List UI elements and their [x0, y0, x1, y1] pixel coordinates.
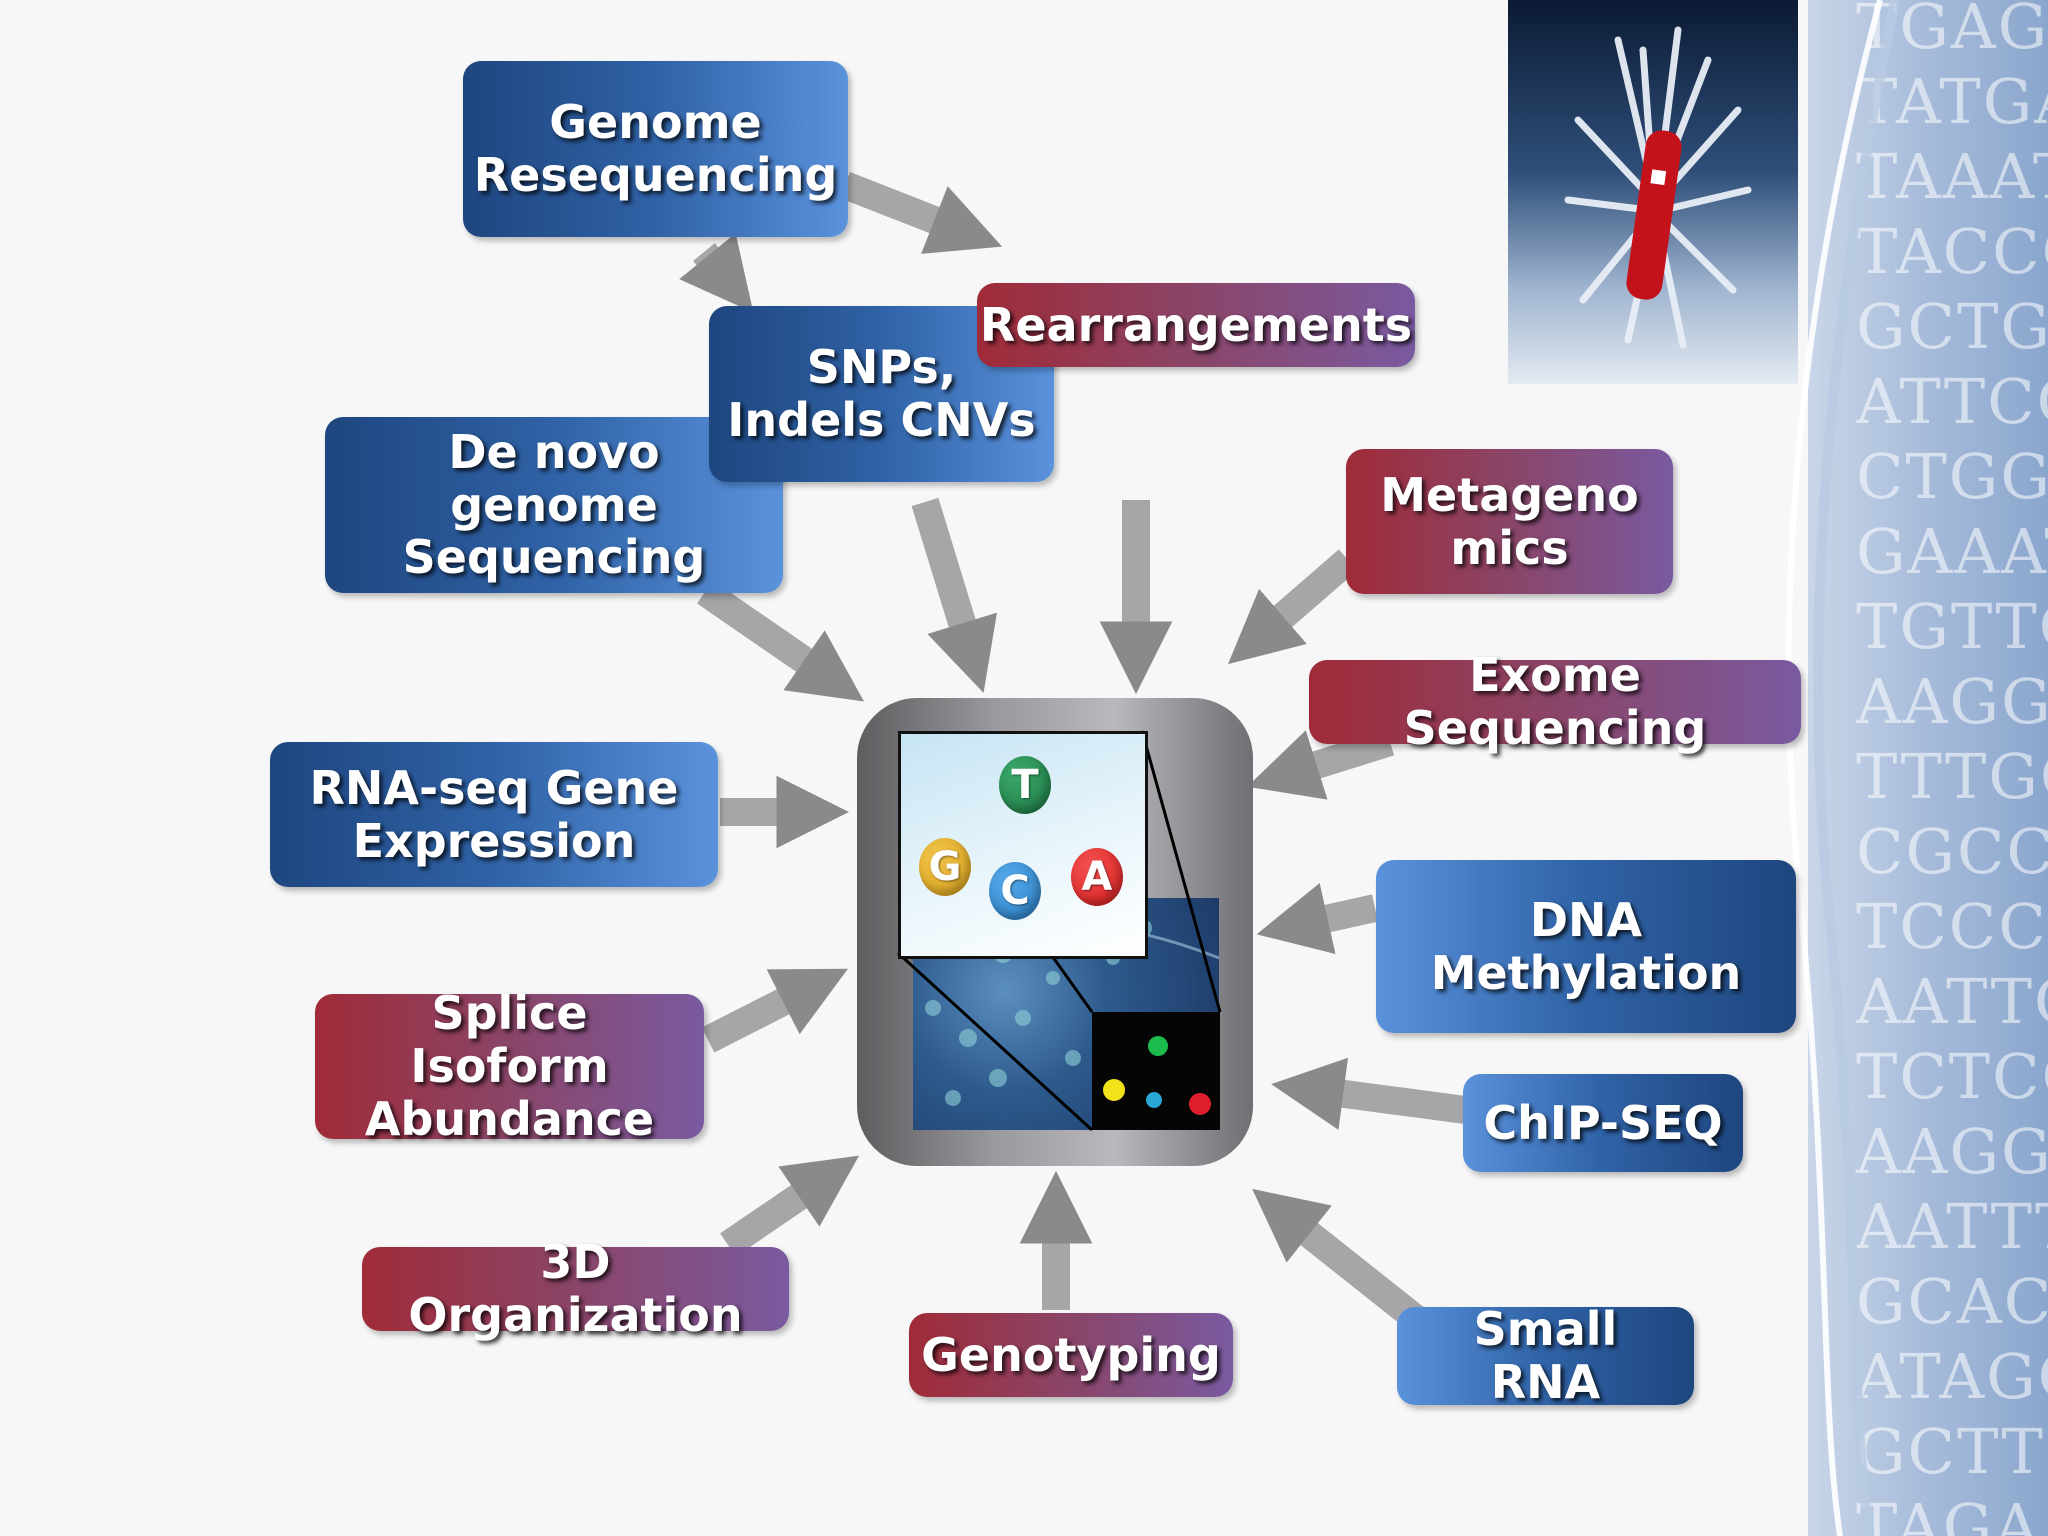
small-rna-box: Small RNA [1397, 1303, 1694, 1408]
de-novo-genome-label: De novo genome Sequencing [402, 424, 706, 585]
dna-sequence-line: TAGA [1856, 1490, 2042, 1536]
base-calls-panel: T G C A [898, 731, 1148, 959]
dna-sequence-line: GCTGAAA [1856, 290, 2048, 363]
chip-seq-label: ChIP-SEQ [1483, 1095, 1723, 1150]
small-rna-label: Small RNA [1473, 1302, 1618, 1409]
3d-organization-box: 3D Organization [362, 1236, 789, 1341]
fluorescent-beads-icon [1103, 1036, 1211, 1115]
swiss-army-knife-icon [1564, 26, 1752, 349]
base-t-icon: T [999, 756, 1051, 814]
dna-sequence-line: TACCCT [1856, 215, 2048, 288]
rearrangements-box: Rearrangements [977, 283, 1415, 367]
swiss-army-knife-image [1508, 0, 1798, 384]
arrow-chip-seq [1271, 1057, 1467, 1130]
arrow-small-rna [1252, 1188, 1424, 1329]
dna-sequence-line: TATGAAG [1856, 65, 2048, 138]
metagenomics-label: Metageno mics [1380, 467, 1639, 575]
base-c-icon: C [989, 862, 1041, 920]
arrow-dna-methylation [1256, 882, 1379, 955]
metagenomics-box: Metageno mics [1346, 449, 1673, 594]
dna-sequence-line: GCACAA [1856, 1265, 2048, 1338]
bead-zoom-image [1092, 1012, 1220, 1130]
dna-sequence-line: TGTTGA [1856, 590, 2048, 663]
snps-indels-cnvs-label: SNPs, Indels CNVs [727, 340, 1036, 447]
arrow-resequencing-rearrangements [839, 171, 1003, 254]
dna-sequence-line: ATAGCA [1856, 1340, 2048, 1413]
splice-isoform-box: Splice Isoform Abundance [315, 987, 704, 1145]
exome-sequencing-box: Exome Sequencing [1309, 649, 1801, 754]
splice-isoform-label: Splice Isoform Abundance [364, 986, 655, 1146]
dna-sequence-line: TAAATCT [1856, 140, 2048, 213]
arrow-de-novo [697, 580, 864, 702]
base-g-icon: G [919, 838, 971, 896]
base-a-icon: A [1071, 848, 1123, 906]
rna-seq-label: RNA-seq Gene Expression [309, 760, 679, 868]
dna-sequence-line: AAGGCT [1856, 1115, 2048, 1188]
dna-sequence-line: ATTCCCT [1856, 365, 2048, 438]
rna-seq-box: RNA-seq Gene Expression [270, 742, 718, 887]
de-novo-genome-box: De novo genome Sequencing [325, 417, 783, 593]
arrow-metagenomics [1228, 549, 1358, 665]
genotyping-box: Genotyping [909, 1313, 1233, 1397]
dna-sequence-line: GAAATT [1856, 515, 2048, 588]
decorative-wave [1785, 0, 1900, 1536]
dna-sequence-line: TTTGGG [1856, 740, 2048, 813]
arrow-snps [911, 497, 997, 693]
arrow-splice-isoform [701, 968, 848, 1053]
dna-methylation-label: DNA Methylation [1430, 892, 1742, 1000]
dna-sequence-line: GCTTCT [1856, 1415, 2048, 1488]
rearrangements-label: Rearrangements [979, 297, 1413, 352]
exome-sequencing-label: Exome Sequencing [1403, 648, 1707, 755]
dna-sequence-line: AATTTG [1856, 1190, 2048, 1263]
genome-resequencing-label: Genome Resequencing [473, 95, 838, 202]
arrow-exome [1247, 728, 1395, 800]
genome-resequencing-box: Genome Resequencing [463, 61, 848, 237]
3d-organization-label: 3D Organization [408, 1235, 743, 1342]
chip-seq-box: ChIP-SEQ [1463, 1074, 1743, 1172]
dna-methylation-box: DNA Methylation [1376, 860, 1796, 1033]
genotyping-label: Genotyping [921, 1327, 1221, 1382]
dna-sequence-line: CGCCAG [1856, 815, 2048, 888]
dna-sequence-line: TCTCCA [1856, 1040, 2048, 1113]
arrow-resequencing-snps [679, 233, 754, 313]
dna-sequence-line: AAGGAG [1856, 665, 2048, 738]
dna-sequence-background: TGAGATATGAAGTAAATCTTACCCTGCTGAAAATTCCCTC… [1808, 0, 2048, 1536]
dna-sequence-line: TCCCGC [1856, 890, 2048, 963]
arrow-3d-organization [720, 1155, 860, 1257]
